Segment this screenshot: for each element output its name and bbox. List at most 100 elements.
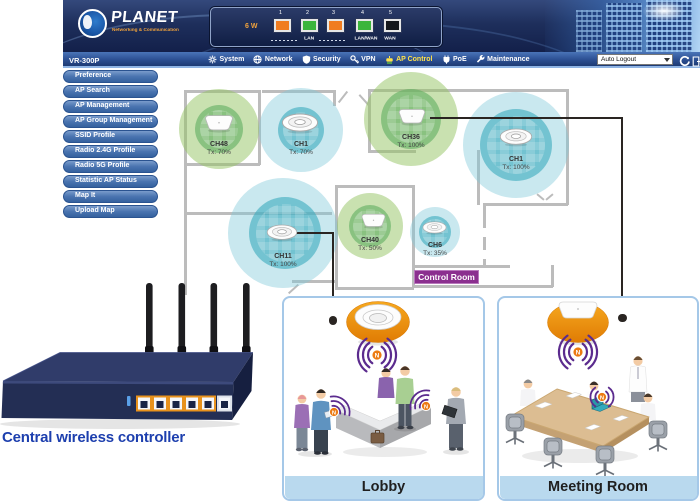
auto-logout-select[interactable]: Auto Logout bbox=[597, 54, 673, 65]
wall bbox=[335, 185, 414, 188]
person-laptop-user bbox=[441, 387, 469, 455]
logout-button[interactable] bbox=[692, 54, 700, 72]
wattage-label: 6 W bbox=[245, 23, 258, 30]
menu-vpn[interactable]: VPN bbox=[349, 54, 376, 64]
sidebar-item-ap-management[interactable]: AP Management bbox=[63, 100, 158, 113]
header-banner: PLANET Networking & Communication 6 W 1 … bbox=[63, 0, 700, 52]
controller-illustration bbox=[0, 283, 253, 429]
brand-name: PLANET bbox=[110, 9, 179, 26]
wall bbox=[477, 150, 480, 205]
port-led-2 bbox=[300, 18, 319, 33]
port-led-1 bbox=[273, 18, 292, 33]
lanwan-group-label: LAN/WAN bbox=[354, 36, 378, 41]
person-customer bbox=[394, 366, 416, 432]
wifi-arcs bbox=[356, 337, 398, 373]
refresh-button[interactable] bbox=[679, 54, 690, 72]
suitcase bbox=[370, 430, 385, 444]
wrench-icon bbox=[476, 54, 485, 63]
person-standing bbox=[628, 356, 648, 402]
ap-dome-icon-ch36[interactable] bbox=[397, 107, 427, 127]
wall bbox=[262, 90, 333, 93]
port-number: 5 bbox=[388, 10, 393, 16]
cable-line bbox=[430, 117, 623, 120]
plug-icon bbox=[443, 55, 449, 64]
menu-label: Network bbox=[264, 55, 293, 63]
svg-text:N: N bbox=[424, 404, 428, 410]
wall bbox=[292, 280, 337, 283]
sidebar-item-statistic-ap-status[interactable]: Statistic AP Status bbox=[63, 175, 158, 188]
menu-security[interactable]: Security bbox=[302, 55, 341, 64]
wall bbox=[412, 265, 510, 268]
gear-icon bbox=[208, 55, 217, 63]
person-receptionist bbox=[377, 368, 395, 398]
wan-group-label: WAN bbox=[384, 36, 396, 41]
port-led-3 bbox=[326, 18, 345, 33]
sidebar-item-radio-5g-profile[interactable]: Radio 5G Profile bbox=[63, 160, 158, 173]
cable-line bbox=[620, 117, 624, 314]
dash-line bbox=[271, 39, 297, 41]
wall bbox=[335, 287, 414, 290]
door-swing bbox=[545, 193, 554, 201]
sidebar-item-ssid-profile[interactable]: SSID Profile bbox=[63, 130, 158, 143]
menu-label: Security bbox=[313, 55, 341, 63]
wifi-arcs bbox=[557, 334, 599, 370]
shield-icon bbox=[302, 55, 310, 64]
ap-dome-icon-ch40[interactable] bbox=[360, 212, 387, 230]
door-swing bbox=[536, 193, 545, 201]
svg-text:N: N bbox=[332, 410, 336, 416]
logout-door-icon bbox=[692, 55, 700, 67]
sidebar-label: Radio 5G Profile bbox=[75, 162, 130, 169]
n-badge bbox=[420, 400, 432, 412]
building bbox=[606, 3, 642, 52]
door-gap bbox=[482, 228, 487, 237]
ap-saucer-icon-ch1b[interactable] bbox=[499, 128, 533, 147]
sidebar-item-map-it[interactable]: Map It bbox=[63, 190, 158, 203]
globe-icon bbox=[253, 54, 263, 64]
ap-saucer-icon-ch6[interactable] bbox=[422, 221, 447, 235]
sidebar-item-upload-map[interactable]: Upload Map bbox=[63, 205, 158, 218]
door-gap bbox=[482, 250, 487, 259]
n-badge bbox=[371, 349, 383, 361]
wall bbox=[184, 163, 187, 295]
svg-text:N: N bbox=[375, 353, 380, 360]
svg-text:N: N bbox=[600, 395, 604, 401]
dash-line bbox=[319, 39, 345, 41]
sidebar-item-ap-group-management[interactable]: AP Group Management bbox=[63, 115, 158, 128]
device-model-label: VR-300P bbox=[69, 55, 100, 65]
sidebar-label: Preference bbox=[75, 72, 112, 79]
menu-network[interactable]: Network bbox=[253, 54, 293, 64]
sidebar-label: Radio 2.4G Profile bbox=[75, 147, 136, 154]
meeting-scene: N bbox=[505, 301, 668, 476]
antenna bbox=[145, 283, 251, 354]
ap-dome-icon-ch48[interactable] bbox=[203, 114, 235, 133]
controller-caption: Central wireless controller bbox=[2, 429, 186, 446]
office-chair bbox=[648, 420, 668, 452]
office-chair bbox=[505, 413, 525, 445]
wall bbox=[551, 265, 554, 287]
wall bbox=[335, 185, 338, 289]
wall bbox=[412, 285, 553, 288]
menu-system[interactable]: System bbox=[208, 55, 244, 64]
svg-text:N: N bbox=[576, 350, 581, 357]
sidebar-item-radio-24g-profile[interactable]: Radio 2.4G Profile bbox=[63, 145, 158, 158]
cable-line bbox=[297, 231, 334, 234]
wifi-arcs bbox=[329, 395, 351, 417]
menu-ap-control[interactable]: AP Control bbox=[385, 55, 433, 64]
menu-poe[interactable]: PoE bbox=[442, 55, 467, 64]
port-status-panel: 6 W 1 2 3 4 5 LAN LAN/WAN WAN bbox=[210, 7, 442, 47]
wall bbox=[333, 90, 336, 106]
sidebar-item-preference[interactable]: Preference bbox=[63, 70, 158, 83]
main-navbar bbox=[63, 52, 700, 68]
port-number: 1 bbox=[278, 10, 283, 16]
planet-logo-icon bbox=[78, 9, 107, 38]
ap-saucer-icon-ch1a[interactable] bbox=[281, 113, 319, 134]
sidebar-item-ap-search[interactable]: AP Search bbox=[63, 85, 158, 98]
door-swing bbox=[337, 90, 349, 104]
person-couple bbox=[294, 389, 335, 457]
ap-saucer-icon-ch11[interactable] bbox=[266, 224, 298, 242]
office-chair bbox=[595, 445, 615, 476]
menu-maintenance[interactable]: Maintenance bbox=[476, 54, 530, 64]
n-badge bbox=[572, 346, 584, 358]
